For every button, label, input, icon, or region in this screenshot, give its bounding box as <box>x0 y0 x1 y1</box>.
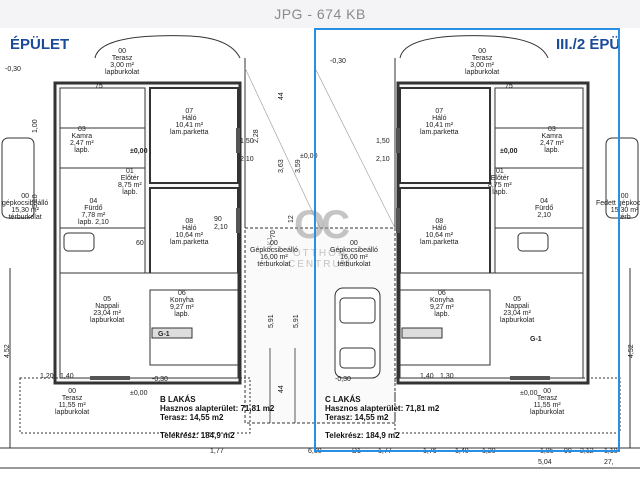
watermark-line2: CENTRUM <box>288 259 352 270</box>
room-c-konyha: 06 Konyha 9,27 m² lapb. <box>430 290 454 318</box>
room-b-terasz-bottom: 00 Terasz 11,55 m² lapburkolat <box>55 388 90 416</box>
room-c-terasz-bottom: 00 Terasz 11,55 m² lapburkolat <box>530 388 565 416</box>
room-c-furdo: 04 Fürdő 2,10 <box>535 198 554 219</box>
dim-v-6: 4,52 <box>4 344 11 358</box>
room-c-terasz-top: 00 Terasz 3,00 m² lapburkolat <box>465 48 500 76</box>
window-mark-9: 75 <box>95 83 103 90</box>
apartment-b-title: B LAKÁS <box>160 395 196 404</box>
dim-v-9: 1,00 <box>32 119 39 133</box>
dim-v-10: 12 <box>288 215 295 223</box>
room-c-kamra: 03 Kamra 2,47 m² lapb. <box>540 126 564 154</box>
level-c-terrace: ±0,00 <box>520 390 538 397</box>
apartment-b-terrace: Terasz: 14,55 m2 <box>160 413 224 423</box>
dim-v-4: 5,91 <box>268 314 275 328</box>
dim-b-11: 1,77 <box>210 448 224 455</box>
window-mark-12: 2,10 <box>214 224 228 231</box>
window-mark-3: 1,50 <box>376 138 390 145</box>
window-mark-11: 90 <box>214 216 222 223</box>
room-b-halo08: 08 Háló 10,64 m² lam.parketta <box>170 218 209 246</box>
room-c-halo07: 07 Háló 10,41 m² lam.parketta <box>420 108 459 136</box>
window-mark-6: 1,40 <box>60 373 74 380</box>
right-building-title: III./2 ÉPÜ <box>556 36 621 53</box>
apartment-c-terrace: Terasz: 14,55 m2 <box>325 413 389 423</box>
dim-v-12: 44 <box>278 92 285 100</box>
room-b-nappali: 05 Nappali 23,04 m² lapburkolat <box>90 296 125 324</box>
dim-v-13: 44 <box>278 385 285 393</box>
room-b-gepkocsi: 00 Gépkocsibeálló 16,00 m² térburkolat <box>250 240 298 268</box>
level-right-top: -0,30 <box>330 58 346 65</box>
window-mark-10: 75 <box>505 83 513 90</box>
level-carport-zero: ±0,00 <box>300 153 318 160</box>
room-b-halo07: 07 Háló 10,41 m² lam.parketta <box>170 108 209 136</box>
room-b-terasz-top: 00 Terasz 3,00 m² lapburkolat <box>105 48 140 76</box>
room-c-eloter: 01 Előtér 8,75 m² lapb. <box>488 168 512 196</box>
apartment-c-title: C LAKÁS <box>325 395 361 404</box>
level-b-bottom: -0,30 <box>152 376 168 383</box>
apartment-b-summary: B LAKÁS Hasznos alapterület: 71,81 m2 Te… <box>160 395 274 440</box>
window-mark-8: 1,30 <box>440 373 454 380</box>
floor-plan: OC OTTHON CENTRUM AK1 ÉPÜLET III./2 ÉPÜ … <box>0 28 640 480</box>
floor-plan-drawing <box>0 35 640 469</box>
file-info: JPG - 674 KB <box>274 6 366 22</box>
watermark-mark: OC <box>294 203 350 247</box>
level-b-terrace: ±0,00 <box>130 390 148 397</box>
dim-v-2: 3,63 <box>278 159 285 173</box>
dim-v-11: 70 <box>270 230 277 238</box>
level-left-top: -0,30 <box>5 66 21 73</box>
room-c-gepkocsi: 00 Gépkocsibeálló 16,00 m² térburkolat <box>330 240 378 268</box>
room-b-furdo: 04 Fürdő 7,78 m² lapb. 2,10 <box>78 198 109 226</box>
window-mark-1: 1,50 <box>240 138 254 145</box>
apartment-b-plot: Telekrész: 184,9 m2 <box>160 430 235 440</box>
room-b-kamra: 03 Kamra 2,47 m² lapb. <box>70 126 94 154</box>
selection-box-c-lakas[interactable] <box>314 28 620 452</box>
watermark-line1: OTTHON <box>292 248 348 259</box>
dim-v-8: 5,10 <box>32 194 39 208</box>
level-b-floor: ±0,00 <box>130 148 148 155</box>
window-mark-2: 2,10 <box>240 156 254 163</box>
dim-v-7: 4,52 <box>628 344 635 358</box>
watermark-logo: OC OTTHON CENTRUM <box>280 203 360 270</box>
level-c-floor: ±0,00 <box>500 148 518 155</box>
room-b-konyha: 06 Konyha 9,27 m² lapb. <box>170 290 194 318</box>
apartment-c-plot: Telekrész: 184,9 m2 <box>325 430 400 440</box>
apartment-c-summary: C LAKÁS Hasznos alapterület: 71,81 m2 Te… <box>325 395 439 440</box>
g1-mark-right: G-1 <box>530 336 542 343</box>
apartment-b-area: Hasznos alapterület: 71,81 m2 <box>160 404 275 414</box>
dim-v-5: 5,91 <box>293 314 300 328</box>
window-mark-5: 1,20 <box>40 373 54 380</box>
left-building-title: ÉPÜLET <box>10 36 70 53</box>
apartment-c-area: Hasznos alapterület: 71,81 m2 <box>325 404 440 414</box>
g1-mark-left: G-1 <box>158 331 170 338</box>
window-mark-7: 1,40 <box>420 373 434 380</box>
room-left-gepkocsi: 00 gépkocsibeálló 15,30 m² térburkolat <box>2 193 49 221</box>
dim-bottom-right: 27, <box>604 459 614 466</box>
room-c-halo08: 08 Háló 10,64 m² lam.parketta <box>420 218 459 246</box>
window-mark-13: 60 <box>136 240 144 247</box>
dim-v-1: 2,28 <box>253 129 260 143</box>
level-carport-bottom: -0,30 <box>335 376 351 383</box>
room-b-eloter: 01 Előtér 8,75 m² lapb. <box>118 168 142 196</box>
dim-bottom-total: 5,04 <box>538 459 552 466</box>
window-mark-4: 2,10 <box>376 156 390 163</box>
file-info-bar: JPG - 674 KB <box>0 0 640 29</box>
room-c-nappali: 05 Nappali 23,04 m² lapburkolat <box>500 296 535 324</box>
dim-v-3: 3,59 <box>295 159 302 173</box>
